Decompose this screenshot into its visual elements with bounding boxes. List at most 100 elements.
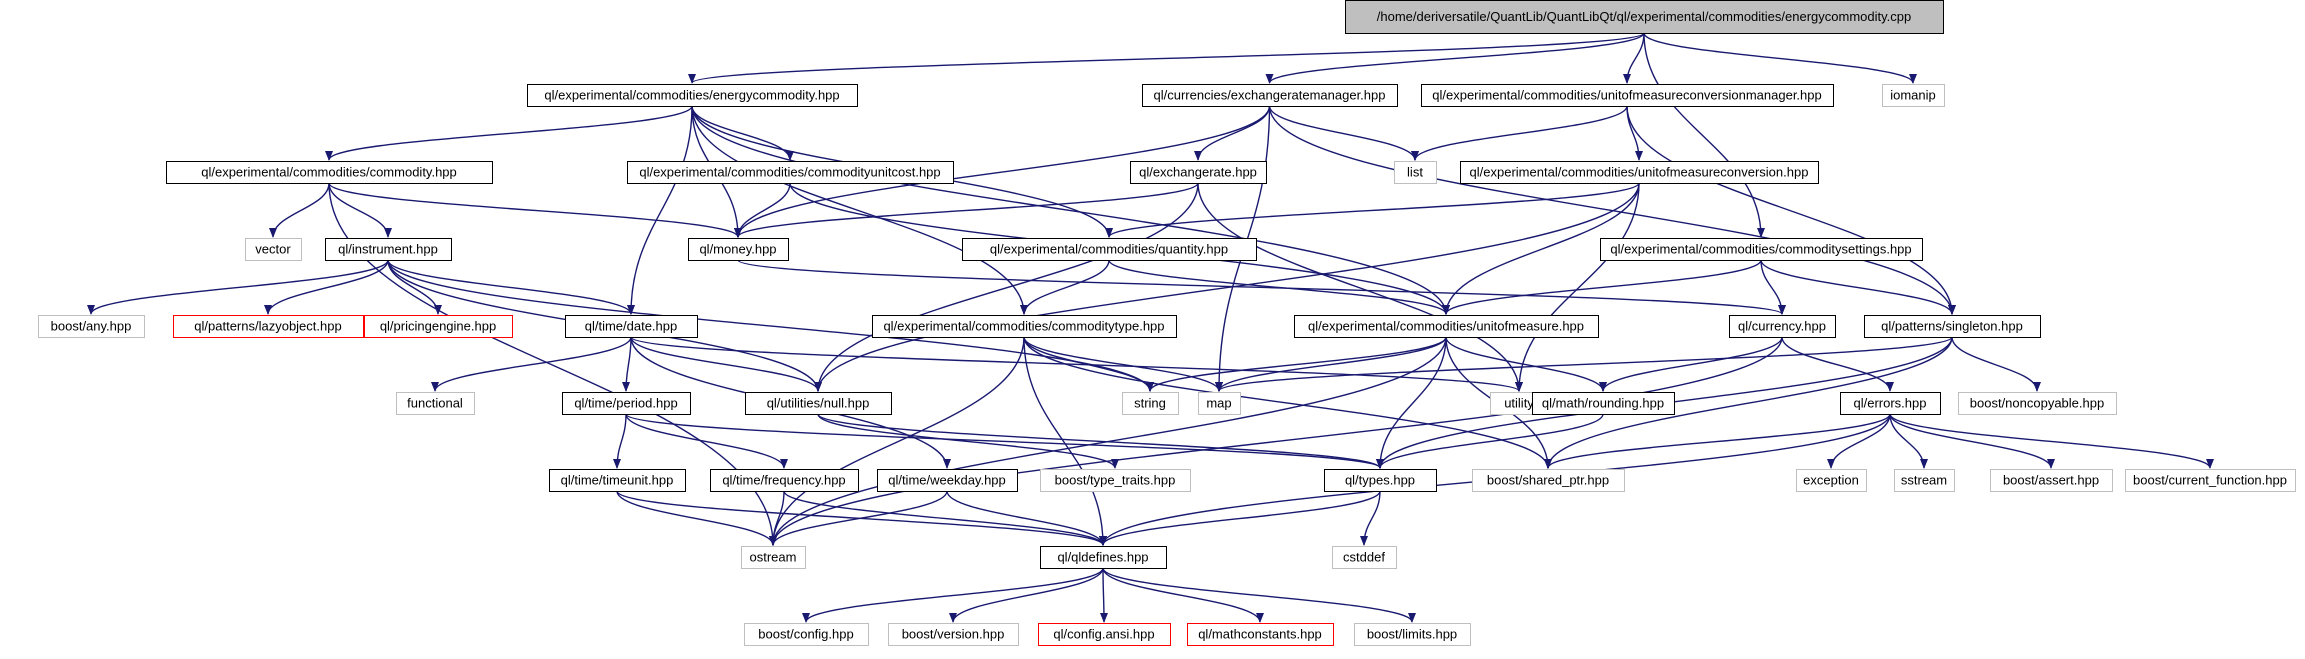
node-box	[1354, 623, 1471, 646]
node-sstream: sstream	[1894, 469, 1955, 492]
node-box	[562, 392, 691, 415]
node-string: string	[1122, 392, 1179, 415]
node-vector: vector	[245, 238, 302, 261]
node-label: ql/mathconstants.hpp	[1198, 627, 1322, 642]
node-label: ql/config.ansi.hpp	[1053, 627, 1154, 642]
edge-period-to-timeunit	[613, 413, 627, 469]
edge-root-to-exchangeratemanager	[1265, 32, 1645, 84]
edge-unitofmeasure-to-types	[1376, 336, 1447, 469]
edge-energycommodity_hpp-to-commodityunitcost	[691, 105, 794, 161]
node-box	[245, 238, 302, 261]
node-label: ql/utilities/null.hpp	[767, 396, 870, 411]
node-box	[888, 623, 1019, 646]
node-box	[396, 392, 475, 415]
node-label: ql/experimental/commodities/commodity.hp…	[201, 165, 457, 180]
node-uomconversion[interactable]: ql/experimental/commodities/unitofmeasur…	[1460, 161, 1819, 184]
node-commoditytype[interactable]: ql/experimental/commodities/commoditytyp…	[872, 315, 1177, 338]
edge-null-to-type_traits	[817, 413, 1119, 469]
node-period[interactable]: ql/time/period.hpp	[562, 392, 691, 415]
node-current_function: boost/current_function.hpp	[2125, 469, 2296, 492]
edge-commoditysettings-to-unitofmeasure	[1442, 259, 1762, 315]
node-box	[1600, 238, 1923, 261]
edge-instrument-to-date	[387, 259, 635, 315]
node-instrument[interactable]: ql/instrument.hpp	[325, 238, 452, 261]
node-box	[1324, 469, 1437, 492]
node-config_ansi[interactable]: ql/config.ansi.hpp	[1038, 623, 1171, 646]
node-box	[1394, 161, 1437, 184]
node-list: list	[1394, 161, 1437, 184]
node-label: ql/errors.hpp	[1854, 396, 1927, 411]
node-box	[1198, 392, 1241, 415]
node-commodityunitcost[interactable]: ql/experimental/commodities/commodityuni…	[627, 161, 954, 184]
node-box	[1840, 392, 1941, 415]
node-frequency[interactable]: ql/time/frequency.hpp	[710, 469, 859, 492]
node-pricingengine[interactable]: ql/pricingengine.hpp	[364, 315, 513, 338]
node-errors[interactable]: ql/errors.hpp	[1840, 392, 1941, 415]
node-label: boost/assert.hpp	[2003, 473, 2099, 488]
node-label: ql/math/rounding.hpp	[1542, 396, 1664, 411]
node-map: map	[1198, 392, 1241, 415]
node-singleton[interactable]: ql/patterns/singleton.hpp	[1864, 315, 2041, 338]
node-label: ql/currency.hpp	[1738, 319, 1826, 334]
node-null[interactable]: ql/utilities/null.hpp	[745, 392, 892, 415]
node-shared_ptr: boost/shared_ptr.hpp	[1472, 469, 1625, 492]
node-box	[741, 546, 806, 569]
node-box	[1472, 469, 1625, 492]
node-label: ostream	[750, 550, 797, 565]
node-label: boost/noncopyable.hpp	[1970, 396, 2104, 411]
node-box	[962, 238, 1257, 261]
node-label: string	[1134, 396, 1166, 411]
node-weekday[interactable]: ql/time/weekday.hpp	[877, 469, 1018, 492]
node-box	[1729, 315, 1836, 338]
node-commoditysettings[interactable]: ql/experimental/commodities/commodityset…	[1600, 238, 1923, 261]
node-root[interactable]: /home/deriversatile/QuantLib/QuantLibQt/…	[1345, 0, 1944, 34]
node-box	[1894, 469, 1955, 492]
node-uomconvmanager[interactable]: ql/experimental/commodities/unitofmeasur…	[1421, 84, 1834, 107]
edge-commoditytype-to-qldefines	[1023, 336, 1107, 546]
edge-errors-to-sstream	[1889, 413, 1928, 469]
node-label: ql/money.hpp	[699, 242, 776, 257]
edge-errors-to-exception	[1827, 413, 1891, 469]
edge-period-to-types	[625, 413, 1384, 469]
node-energycommodity_hpp[interactable]: ql/experimental/commodities/energycommod…	[527, 84, 858, 107]
edge-unitofmeasure-to-rounding	[1445, 336, 1607, 392]
node-boost_any: boost/any.hpp	[38, 315, 145, 338]
node-label: cstddef	[1343, 550, 1385, 565]
node-exchangerate[interactable]: ql/exchangerate.hpp	[1130, 161, 1267, 184]
node-unitofmeasure[interactable]: ql/experimental/commodities/unitofmeasur…	[1294, 315, 1599, 338]
node-box	[549, 469, 686, 492]
node-date[interactable]: ql/time/date.hpp	[565, 315, 698, 338]
node-money[interactable]: ql/money.hpp	[688, 238, 789, 261]
node-box	[565, 315, 698, 338]
node-box	[325, 238, 452, 261]
node-exchangeratemanager[interactable]: ql/currencies/exchangeratemanager.hpp	[1142, 84, 1398, 107]
edge-commoditytype-to-shared_ptr	[1023, 336, 1552, 469]
edge-money-to-currency	[737, 259, 1786, 315]
node-box	[1142, 84, 1398, 107]
node-mathconstants[interactable]: ql/mathconstants.hpp	[1187, 623, 1334, 646]
node-box	[527, 84, 858, 107]
edge-unitofmeasure-to-ostream	[769, 336, 1447, 546]
node-quantity[interactable]: ql/experimental/commodities/quantity.hpp	[962, 238, 1257, 261]
edge-types-to-qldefines	[1099, 490, 1381, 546]
node-type_traits: boost/type_traits.hpp	[1040, 469, 1191, 492]
edge-unitofmeasure-to-string	[1146, 336, 1447, 392]
node-timeunit[interactable]: ql/time/timeunit.hpp	[549, 469, 686, 492]
edge-date-to-functional	[431, 336, 632, 392]
node-types[interactable]: ql/types.hpp	[1324, 469, 1437, 492]
node-rounding[interactable]: ql/math/rounding.hpp	[1532, 392, 1675, 415]
node-qldefines[interactable]: ql/qldefines.hpp	[1040, 546, 1167, 569]
node-box	[1038, 623, 1171, 646]
edge-commodity-to-instrument	[328, 182, 392, 238]
node-label: ql/pricingengine.hpp	[380, 319, 496, 334]
node-lazyobject[interactable]: ql/patterns/lazyobject.hpp	[173, 315, 364, 338]
node-currency[interactable]: ql/currency.hpp	[1729, 315, 1836, 338]
edge-uomconvmanager-to-singleton	[1626, 105, 1956, 315]
edge-exchangerate-to-money	[734, 182, 1199, 238]
edge-currency-to-rounding	[1599, 336, 1783, 392]
node-label: boost/current_function.hpp	[2133, 473, 2287, 488]
edge-exchangeratemanager-to-exchangerate	[1194, 105, 1271, 161]
node-commodity[interactable]: ql/experimental/commodities/commodity.hp…	[166, 161, 493, 184]
node-label: ql/time/date.hpp	[585, 319, 678, 334]
